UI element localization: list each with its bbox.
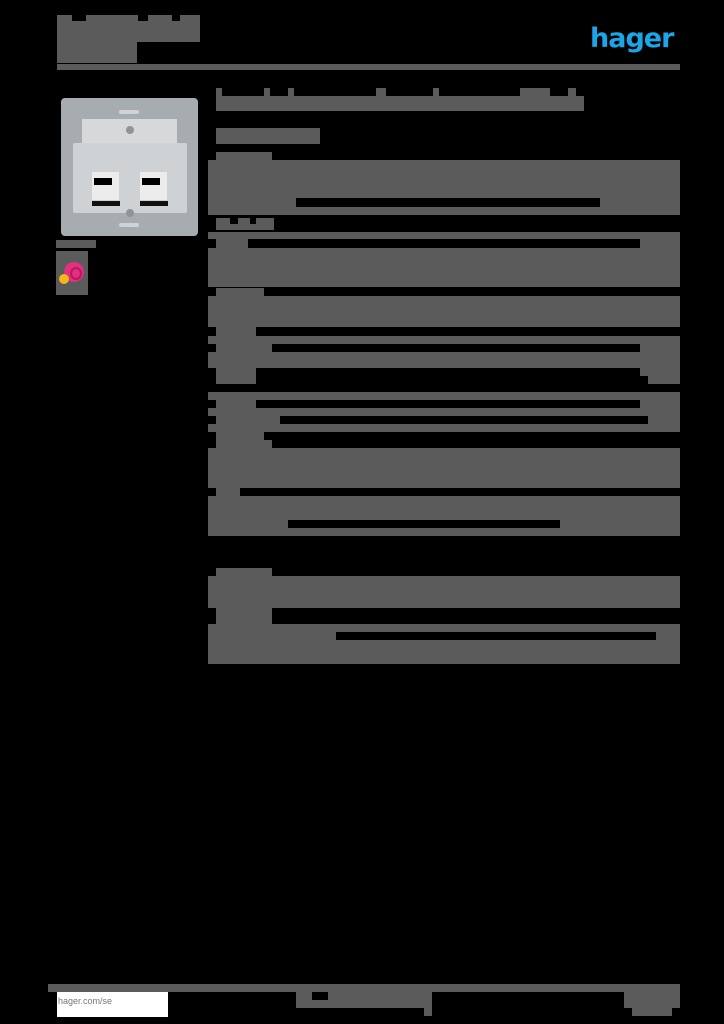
section-2-label xyxy=(216,218,274,230)
footer-page-block xyxy=(624,992,680,1008)
section-8 xyxy=(208,576,680,608)
badge-dot-icon xyxy=(59,274,69,284)
category-icon xyxy=(64,262,84,282)
rj45-port-left xyxy=(92,172,119,200)
product-subtitle xyxy=(216,128,320,144)
footer-website-box[interactable] xyxy=(57,992,168,1017)
section-5 xyxy=(208,392,680,400)
footer-center-block xyxy=(296,992,432,1008)
footer-website-link[interactable]: hager.com/se xyxy=(58,996,113,1006)
section-label xyxy=(216,152,272,161)
section-4 xyxy=(208,336,680,344)
section-2 xyxy=(208,232,680,239)
section-1 xyxy=(208,160,680,198)
hager-logo: hager xyxy=(590,23,674,54)
product-title xyxy=(216,96,584,111)
header-rule xyxy=(57,64,680,70)
section-3 xyxy=(208,296,680,327)
product-caption xyxy=(56,240,96,248)
section-7 xyxy=(208,496,680,520)
section-8-label xyxy=(216,568,272,576)
section-6 xyxy=(208,448,680,488)
rj45-port-right xyxy=(140,172,167,200)
product-image xyxy=(61,98,198,236)
footer-rule xyxy=(48,984,680,992)
